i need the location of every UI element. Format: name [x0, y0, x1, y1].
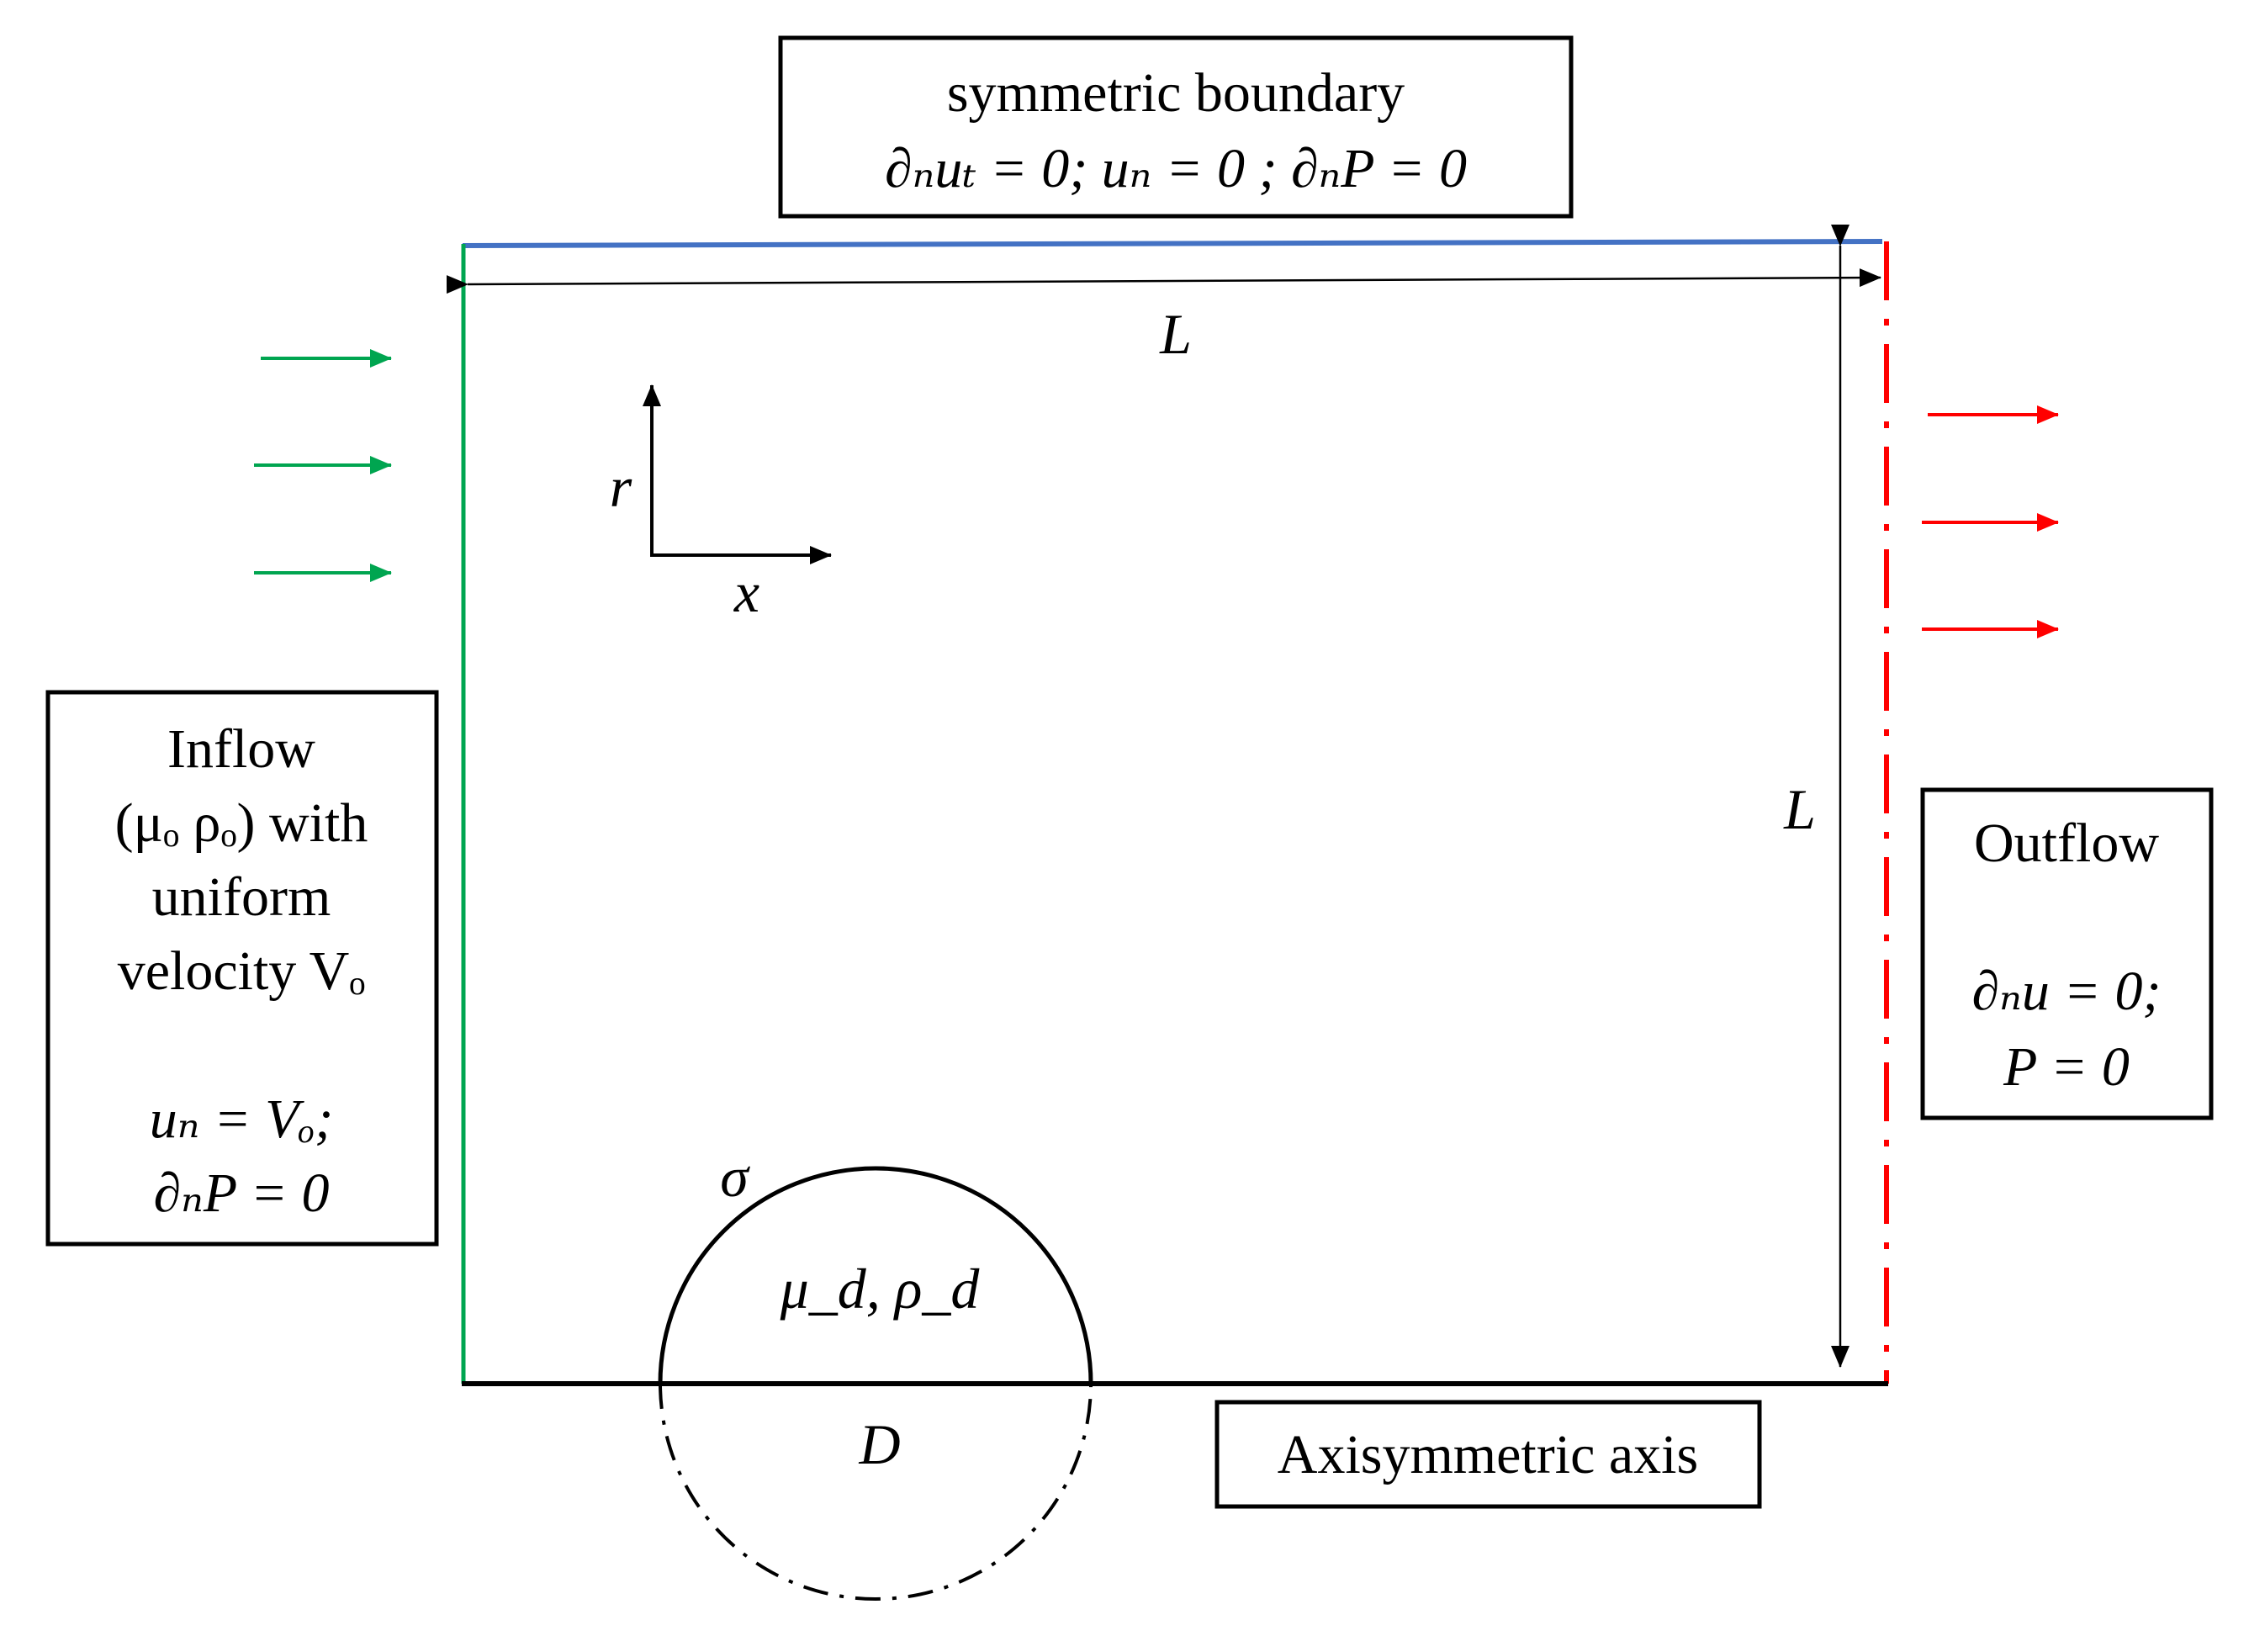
symmetric-boundary-line — [462, 239, 1883, 248]
droplet-properties-label: μ_d, ρ_d — [780, 1257, 981, 1321]
x-axis-label: x — [733, 560, 759, 624]
surface-tension-label: σ — [720, 1145, 750, 1209]
symmetric-boundary-title: symmetric boundary — [947, 62, 1405, 124]
vertical-length-label: L — [1783, 777, 1816, 841]
outflow-title: Outflow — [1974, 813, 2159, 874]
outflow-arrows — [1922, 405, 2059, 638]
inflow-velocity: velocity Vₒ — [118, 940, 366, 1002]
inflow-arrows — [254, 349, 392, 582]
inflow-condition-pressure: ∂ₙP = 0 — [153, 1162, 329, 1224]
inflow-condition-velocity: uₙ = Vₒ; — [150, 1088, 333, 1150]
axisymmetric-axis-label: Axisymmetric axis — [1278, 1424, 1698, 1485]
symmetric-boundary-condition: ∂ₙuₜ = 0; uₙ = 0 ; ∂ₙP = 0 — [885, 138, 1467, 199]
outflow-condition-velocity: ∂ₙu = 0; — [1972, 961, 2162, 1022]
outflow-box: Outflow ∂ₙu = 0; P = 0 — [1920, 787, 2214, 1120]
inflow-properties: (μₒ ρₒ) with — [115, 792, 368, 854]
inflow-uniform: uniform — [152, 866, 331, 928]
symmetric-boundary-box: symmetric boundary ∂ₙuₜ = 0; uₙ = 0 ; ∂ₙ… — [778, 35, 1574, 219]
horizontal-dimension-arrow — [446, 268, 1881, 294]
outflow-condition-pressure: P = 0 — [2003, 1036, 2130, 1098]
droplet-diameter-label: D — [858, 1412, 900, 1476]
droplet-upper-interface — [658, 1166, 1093, 1385]
horizontal-length-label: L — [1159, 302, 1192, 366]
axisymmetric-axis-box: Axisymmetric axis — [1214, 1400, 1762, 1509]
droplet: σ μ_d, ρ_d D — [658, 1145, 1093, 1601]
coordinate-axes: r x — [610, 384, 832, 624]
droplet-mirror-interface — [659, 1383, 1093, 1601]
inflow-box: Inflow (μₒ ρₒ) with uniform velocity Vₒ … — [45, 690, 439, 1247]
r-axis-label: r — [610, 455, 632, 519]
inflow-title: Inflow — [167, 718, 315, 780]
